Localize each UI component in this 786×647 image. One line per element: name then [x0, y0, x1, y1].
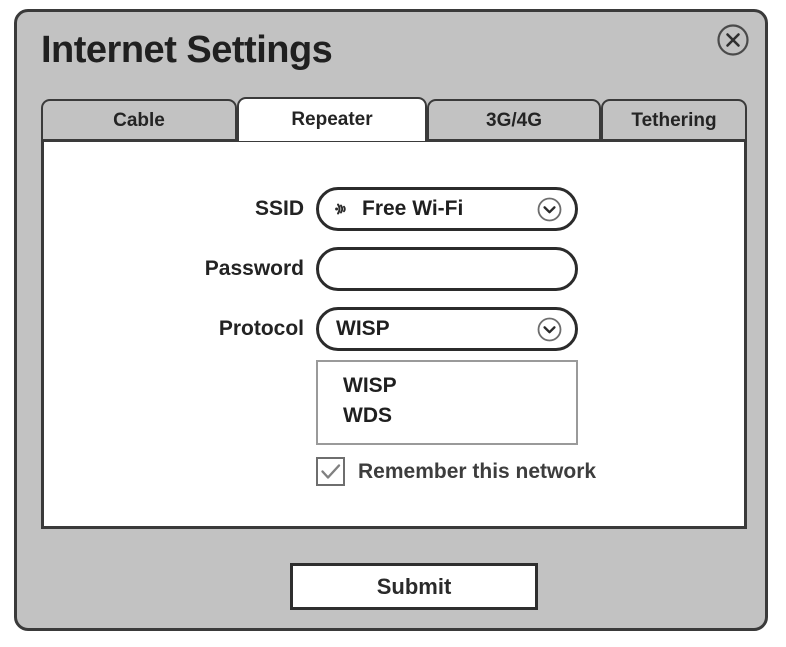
- remember-network-checkbox[interactable]: [316, 457, 345, 486]
- tab-3g4g[interactable]: 3G/4G: [427, 99, 601, 141]
- tab-label: 3G/4G: [486, 110, 542, 131]
- password-input[interactable]: [316, 247, 578, 291]
- password-row: Password: [44, 247, 744, 291]
- protocol-dropdown-list: WISP WDS: [316, 360, 578, 445]
- chevron-down-icon[interactable]: [536, 196, 563, 223]
- protocol-value: WISP: [336, 317, 390, 340]
- submit-button[interactable]: Submit: [290, 563, 538, 610]
- page-title: Internet Settings: [41, 29, 333, 71]
- ssid-select[interactable]: Free Wi-Fi: [316, 187, 578, 231]
- protocol-option-wds[interactable]: WDS: [343, 404, 392, 427]
- remember-network-row[interactable]: Remember this network: [316, 457, 596, 486]
- tab-strip: Cable Repeater 3G/4G Tethering: [41, 97, 747, 141]
- internet-settings-dialog: Internet Settings Cable Repeater 3G/4G T…: [14, 9, 768, 631]
- ssid-value: Free Wi-Fi: [362, 197, 464, 220]
- tab-tethering[interactable]: Tethering: [601, 99, 747, 141]
- tab-label: Tethering: [631, 110, 717, 131]
- tab-cable[interactable]: Cable: [41, 99, 237, 141]
- close-icon[interactable]: [715, 22, 751, 58]
- ssid-label: SSID: [254, 197, 304, 220]
- ssid-row: SSID Free Wi-Fi: [44, 187, 744, 231]
- protocol-option-wisp[interactable]: WISP: [343, 374, 397, 397]
- remember-network-label: Remember this network: [358, 459, 597, 483]
- protocol-select[interactable]: WISP: [316, 307, 578, 351]
- protocol-label: Protocol: [218, 317, 304, 340]
- tab-label: Cable: [113, 110, 165, 131]
- chevron-down-icon[interactable]: [536, 316, 563, 343]
- repeater-settings-panel: SSID Free Wi-Fi: [41, 139, 747, 529]
- protocol-row: Protocol WISP: [44, 307, 744, 351]
- wifi-signal-icon: [332, 198, 354, 220]
- submit-button-label: Submit: [376, 573, 452, 599]
- password-label: Password: [204, 257, 304, 280]
- tab-label: Repeater: [291, 109, 373, 130]
- tab-repeater[interactable]: Repeater: [237, 97, 427, 141]
